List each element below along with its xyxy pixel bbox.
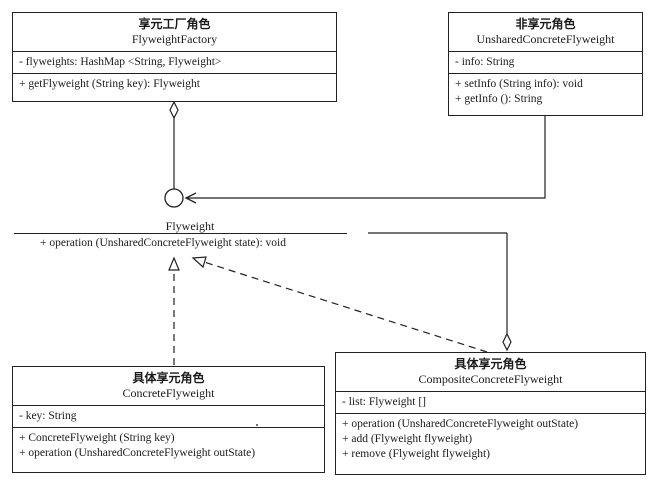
flyweight-interface-circle — [164, 188, 184, 208]
methods-section: + getFlyweight (String key): Flyweight — [13, 73, 336, 95]
class-header: 非享元角色 UnsharedConcreteFlyweight — [449, 13, 642, 52]
composite-aggregation-diamond — [502, 332, 512, 352]
class-role: 非享元角色 — [515, 17, 576, 31]
method: + remove (Flyweight flyweight) — [342, 448, 490, 460]
attribute: - flyweights: HashMap <String, Flyweight… — [19, 56, 222, 68]
class-name: UnsharedConcreteFlyweight — [476, 32, 615, 46]
class-role: 享元工厂角色 — [138, 17, 211, 31]
method: + ConcreteFlyweight (String key) — [19, 432, 175, 444]
method: + getFlyweight (String key): Flyweight — [19, 78, 200, 90]
method: + setInfo (String info): void — [455, 78, 583, 90]
flyweight-interface-name: Flyweight — [165, 219, 215, 233]
methods-section: + setInfo (String info): void + getInfo … — [449, 73, 642, 110]
unshared-arrowhead — [184, 192, 197, 204]
class-name: ConcreteFlyweight — [122, 386, 215, 400]
factory-aggregation-diamond — [169, 100, 179, 120]
class-name: FlyweightFactory — [131, 32, 218, 46]
class-role: 具体享元角色 — [132, 371, 205, 385]
class-header: 享元工厂角色 FlyweightFactory — [13, 13, 336, 52]
method: + operation (UnsharedConcreteFlyweight o… — [342, 418, 579, 430]
flyweight-interface-bar — [14, 233, 347, 234]
class-role: 具体享元角色 — [454, 357, 527, 371]
method: + operation (UnsharedConcreteFlyweight o… — [19, 447, 256, 459]
class-name: CompositeConcreteFlyweight — [418, 372, 563, 386]
stray-dot — [256, 424, 258, 426]
attribute: - key: String — [19, 410, 77, 422]
methods-section: + operation (UnsharedConcreteFlyweight o… — [336, 413, 645, 465]
method: + getInfo (): String — [455, 93, 543, 105]
method: + add (Flyweight flyweight) — [342, 433, 473, 445]
flyweight-interface-method: + operation (UnsharedConcreteFlyweight s… — [40, 237, 287, 249]
attributes-section: - list: Flyweight [] — [336, 392, 645, 413]
composite-realization-line — [203, 261, 488, 353]
attribute: - list: Flyweight [] — [342, 396, 427, 408]
composite-realization-arrowhead — [191, 256, 207, 269]
class-unshared-concrete-flyweight: 非享元角色 UnsharedConcreteFlyweight - info: … — [448, 12, 643, 116]
class-concrete-flyweight: 具体享元角色 ConcreteFlyweight - key: String +… — [12, 366, 325, 473]
class-header: 具体享元角色 ConcreteFlyweight — [13, 367, 324, 406]
class-flyweight-factory: 享元工厂角色 FlyweightFactory - flyweights: Ha… — [12, 12, 337, 102]
unshared-to-flyweight-line — [186, 116, 546, 199]
methods-section: + ConcreteFlyweight (String key) + opera… — [13, 427, 324, 464]
class-composite-concrete-flyweight: 具体享元角色 CompositeConcreteFlyweight - list… — [335, 352, 646, 475]
class-header: 具体享元角色 CompositeConcreteFlyweight — [336, 353, 645, 392]
attribute: - info: String — [455, 56, 515, 68]
attributes-section: - info: String — [449, 52, 642, 73]
attributes-section: - key: String — [13, 406, 324, 427]
attributes-section: - flyweights: HashMap <String, Flyweight… — [13, 52, 336, 73]
concrete-realization-arrowhead — [168, 256, 180, 271]
